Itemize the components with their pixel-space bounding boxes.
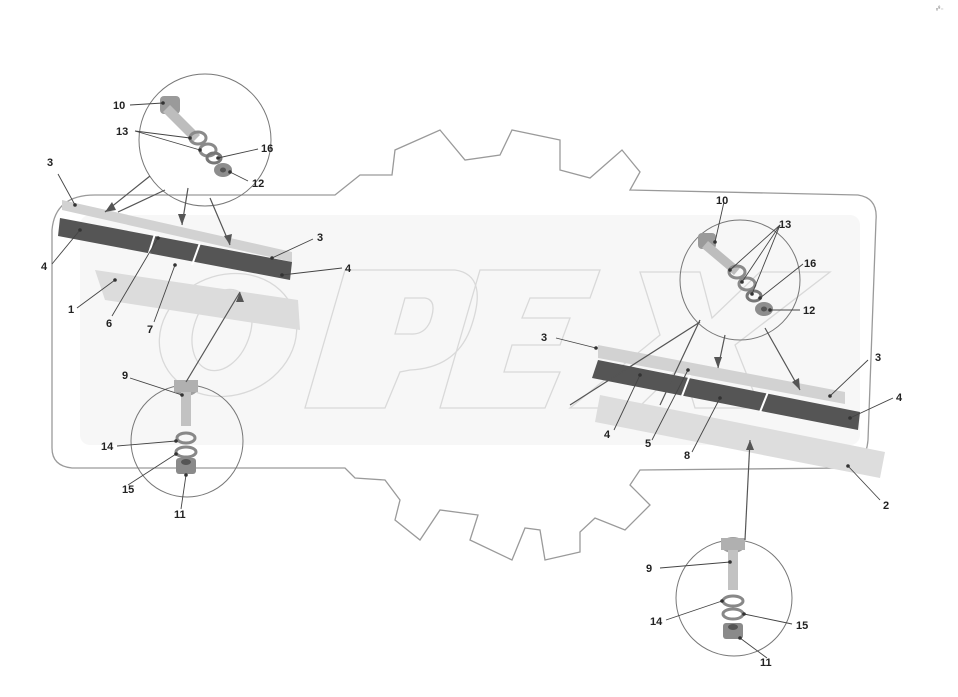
callout-14: 14: [101, 441, 114, 453]
nut-icon: [723, 623, 743, 639]
callout-7: 7: [147, 324, 153, 336]
callout-10: 10: [113, 100, 125, 112]
callout-10: 10: [716, 195, 728, 207]
callout-4: 4: [41, 261, 48, 273]
right-bottom-zoom: [675, 537, 793, 657]
left-arrowheads: [105, 202, 244, 302]
left-top-zoom: [138, 73, 272, 207]
callout-2: 2: [883, 500, 889, 512]
spring-washer-icon: [205, 151, 223, 165]
callout-5: 5: [645, 438, 651, 450]
callout-6: 6: [106, 318, 112, 330]
callout-16: 16: [261, 143, 273, 155]
gear-watermark: [51, 129, 877, 561]
callout-4: 4: [896, 392, 903, 404]
callout-9: 9: [646, 563, 652, 575]
callout-14: 14: [650, 616, 663, 628]
left-assembly: [58, 200, 300, 330]
callout-3: 3: [47, 157, 53, 169]
left-bottom-zoom: [130, 380, 244, 498]
callout-13: 13: [116, 126, 128, 138]
washer-icon: [174, 445, 198, 459]
left-blade: [58, 218, 292, 280]
nut-icon: [176, 458, 196, 474]
callout-4: 4: [604, 429, 611, 441]
nut-icon: [214, 163, 232, 177]
callout-dots: [73, 101, 852, 640]
washer-icon: [721, 607, 745, 621]
callout-16: 16: [804, 258, 816, 270]
spring-washer-icon: [721, 594, 745, 608]
callout-3: 3: [317, 232, 323, 244]
bolt-icon: [721, 537, 745, 590]
callout-3: 3: [541, 332, 547, 344]
left-knife-bar: [95, 270, 300, 330]
bolt-icon: [160, 96, 200, 142]
right-top-zoom: [679, 219, 801, 341]
callout-15: 15: [122, 484, 134, 496]
callout-11: 11: [760, 657, 772, 669]
callout-11: 11: [174, 509, 186, 521]
callout-12: 12: [252, 178, 264, 190]
spring-washer-icon: [175, 431, 197, 445]
washer-icon: [727, 264, 757, 292]
right-assembly: [592, 345, 885, 478]
right-blade-cut: [759, 391, 769, 413]
right-blade-cut: [681, 374, 691, 397]
right-blade: [592, 360, 860, 430]
callout-labels: 10 13 16 12 3 3 4 4 1 6 7 9 14 15 11 10 …: [41, 100, 903, 669]
leader-lines: [51, 102, 894, 659]
nut-icon: [755, 302, 773, 316]
bolt-icon: [698, 233, 740, 275]
right-knife-bar: [595, 395, 885, 478]
right-arrowheads: [714, 357, 800, 450]
callout-1: 1: [68, 304, 74, 316]
callout-15: 15: [796, 620, 808, 632]
corner-mark: ₓ⁸₋: [936, 5, 944, 12]
callout-12: 12: [803, 305, 815, 317]
callout-13: 13: [779, 219, 791, 231]
callout-9: 9: [122, 370, 128, 382]
left-blade-cut: [191, 242, 201, 266]
bolt-icon: [174, 380, 198, 426]
spring-washer-icon: [745, 289, 763, 303]
right-strip-3: [598, 345, 845, 404]
right-pointers: [569, 319, 801, 541]
callout-8: 8: [684, 450, 690, 462]
callout-4: 4: [345, 263, 352, 275]
callout-3: 3: [875, 352, 881, 364]
left-strip-3: [62, 200, 292, 262]
